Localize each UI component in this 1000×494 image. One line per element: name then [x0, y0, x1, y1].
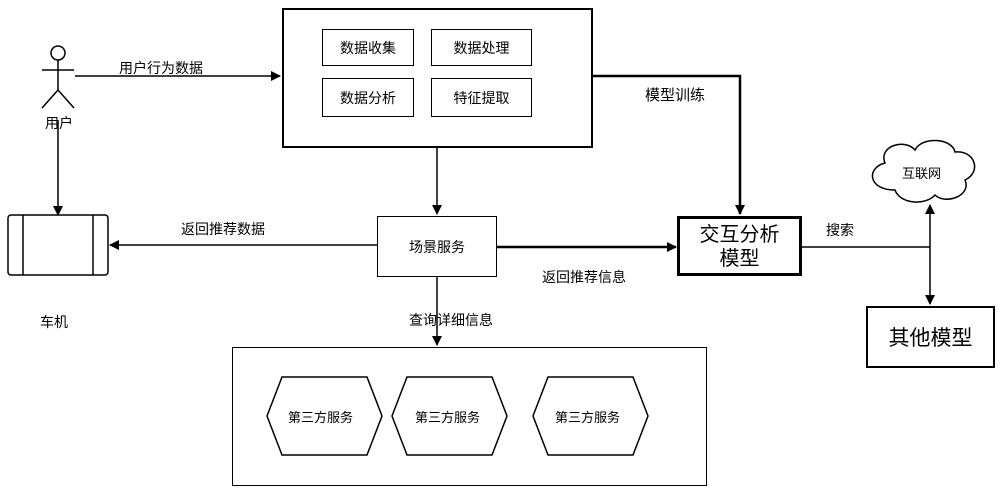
feature-extract-box: 特征提取 [431, 78, 532, 117]
scene-service-label: 场景服务 [409, 239, 465, 256]
edge-label-return-recommend-data: 返回推荐数据 [181, 222, 265, 238]
internet-label: 互联网 [902, 167, 942, 182]
data-platform-box: 数据收集 数据处理 数据分析 特征提取 [282, 8, 593, 148]
edge-label-search: 搜索 [826, 223, 854, 239]
data-process-box: 数据处理 [431, 29, 532, 66]
interaction-model-label: 交互分析 模型 [699, 222, 780, 270]
data-collect-box: 数据收集 [322, 29, 414, 66]
data-process-label: 数据处理 [453, 40, 510, 57]
internet-cloud-icon [871, 139, 976, 203]
other-model-box: 其他模型 [866, 306, 995, 368]
thirdparty-container [232, 347, 707, 486]
feature-extract-label: 特征提取 [453, 90, 510, 107]
car-terminal-icon [7, 214, 109, 276]
thirdparty-label-1: 第三方服务 [288, 411, 354, 426]
user-label: 用户 [45, 116, 73, 132]
other-model-label: 其他模型 [888, 326, 973, 350]
data-analysis-box: 数据分析 [322, 78, 414, 117]
thirdparty-label-3: 第三方服务 [555, 411, 621, 426]
scene-service-box: 场景服务 [377, 216, 497, 277]
thirdparty-hexagon-1 [266, 376, 383, 456]
edge-label-user-behavior: 用户行为数据 [119, 61, 203, 77]
edge-model-training [592, 74, 745, 215]
data-analysis-label: 数据分析 [340, 90, 396, 107]
thirdparty-hexagon-3 [532, 376, 649, 456]
thirdparty-hexagon-2 [391, 376, 508, 456]
car-label: 车机 [40, 315, 68, 331]
interaction-model-box: 交互分析 模型 [677, 216, 802, 276]
edge-label-return-recommend-info: 返回推荐信息 [542, 270, 626, 286]
user-icon [41, 45, 75, 109]
edge-label-query-details: 查询详细信息 [409, 313, 493, 329]
thirdparty-label-2: 第三方服务 [415, 411, 481, 426]
edge-label-model-training: 模型训练 [645, 86, 706, 104]
data-collect-label: 数据收集 [340, 40, 396, 57]
